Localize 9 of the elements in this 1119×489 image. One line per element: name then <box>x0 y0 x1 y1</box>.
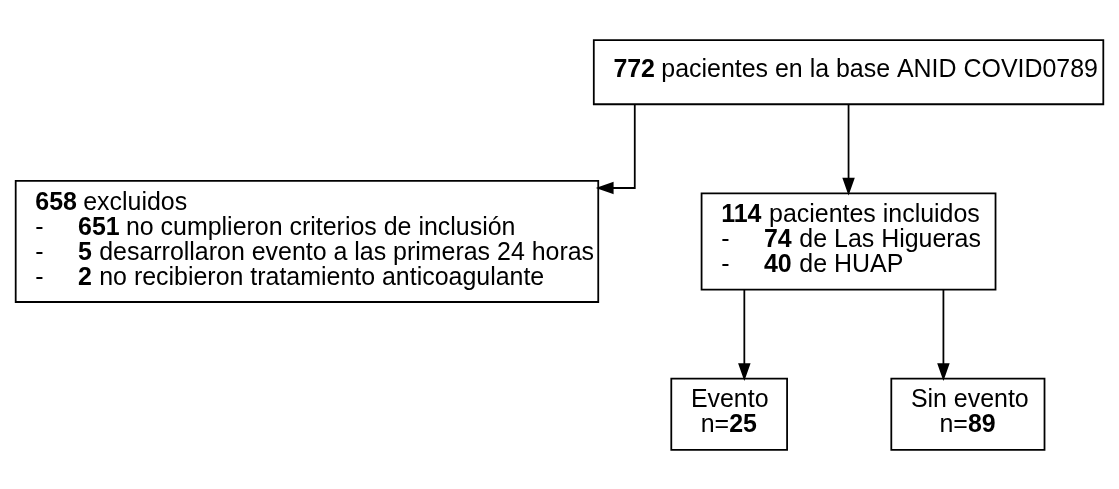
node-box: 658 excluidos - 651 no cumplieron criterios de inclusión - 5 desarrollaron evento a las primeras 24 horas - 2 no recibieron tratamiento anticoagulante <box>14 179 600 303</box>
arrow <box>842 103 855 196</box>
node-box: Sin evento n=89 <box>890 377 1046 451</box>
arrow <box>738 288 751 381</box>
node-box: 114 pacientes incluidos - 74 de Las Higueras - 40 de HUAP <box>700 191 997 290</box>
node-box: 772 pacientes en la base ANID COVID0789 <box>592 38 1105 105</box>
node-box: Evento n=25 <box>670 377 788 451</box>
arrow <box>595 103 636 194</box>
arrow <box>937 288 950 381</box>
